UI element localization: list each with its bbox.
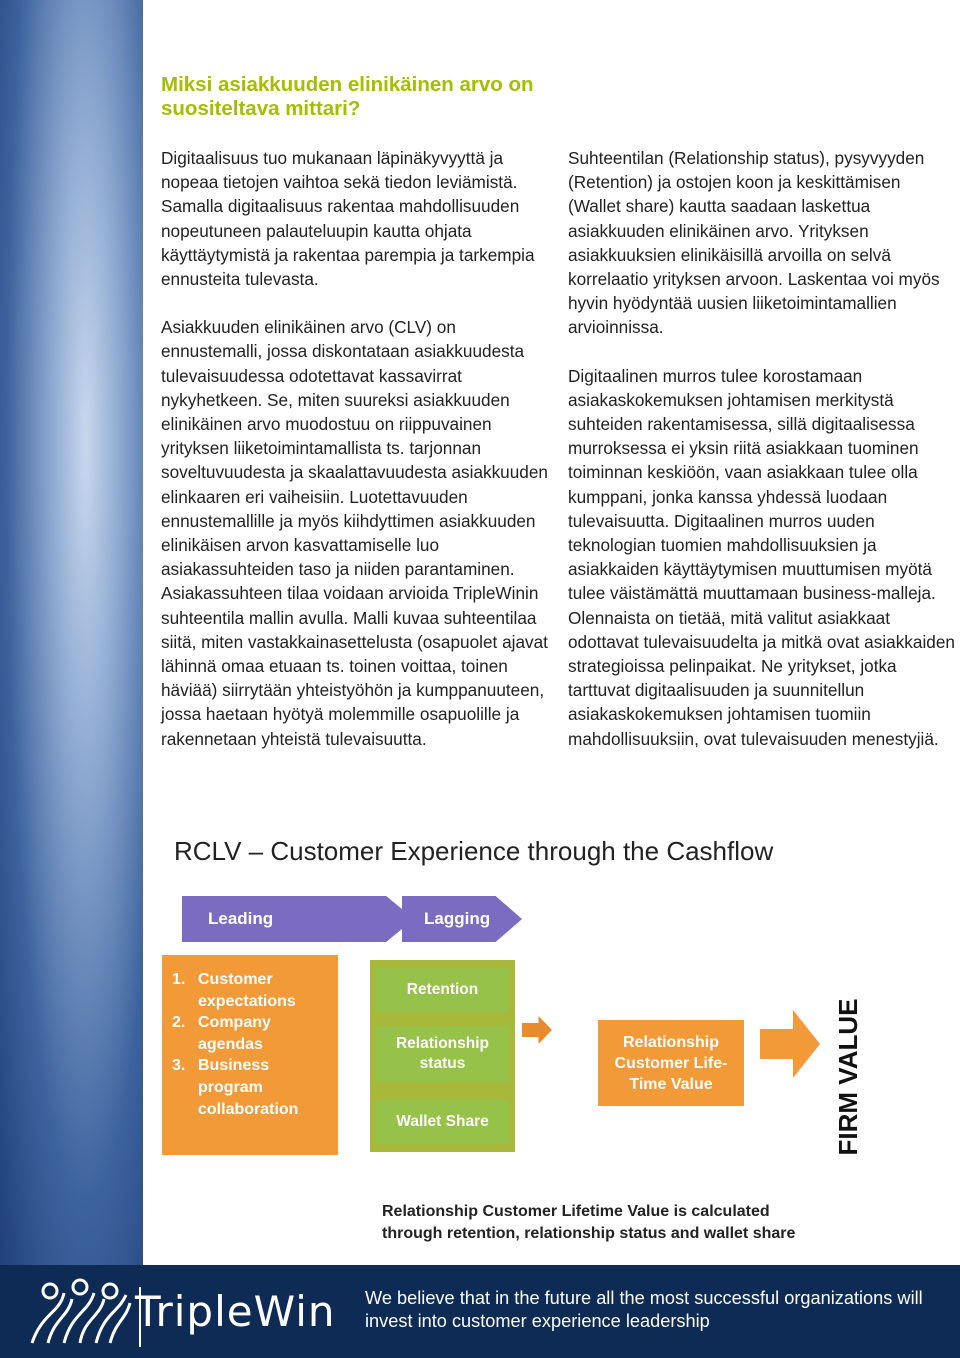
list-item: 3.Business program collaboration [172, 1057, 299, 1118]
rclv-value-box: Relationship Customer Life-Time Value [598, 1020, 744, 1106]
lagging-factors-stack: Retention Relationship status Wallet Sha… [370, 960, 515, 1152]
left-paragraph-2: Asiakkuuden elinikäinen arvo (CLV) on en… [161, 317, 548, 749]
right-paragraph-1: Suhteentilan (Relationship status), pysy… [568, 148, 940, 338]
right-paragraph-2: Digitaalinen murros tulee korostamaan as… [568, 365, 955, 749]
diagram-caption: Relationship Customer Lifetime Value is … [382, 1203, 796, 1242]
list-item: 1.Customer expectations [172, 971, 296, 1010]
logo-text: TripleWin [135, 1287, 336, 1336]
lagging-arrow: Lagging [402, 896, 522, 942]
lagging-label: Lagging [424, 909, 491, 928]
footer-slogan: We believe that in the future all the mo… [365, 1288, 923, 1332]
big-arrow-right-icon [760, 1010, 820, 1078]
firm-value-text: FIRM VALUE [833, 999, 863, 1156]
list-item: 2.Company agendas [172, 1014, 271, 1053]
triplewin-logo-icon [30, 1278, 141, 1347]
decorative-sidebar [0, 0, 143, 1265]
page-heading: Miksi asiakkuuden elinikäinen arvo on su… [161, 73, 534, 120]
leading-arrow: Leading [182, 896, 414, 942]
leading-factors-list: 1.Customer expectations 2.Company agenda… [172, 969, 338, 1120]
footer: TripleWin We believe that in the future … [0, 1265, 960, 1358]
leading-label: Leading [208, 909, 274, 928]
retention-box: Retention [376, 968, 509, 1012]
leading-factors-box: 1.Customer expectations 2.Company agenda… [162, 955, 338, 1155]
arrow-right-icon [522, 1016, 552, 1044]
firm-value-label: FIRM VALUE [833, 999, 863, 1156]
left-paragraph-1: Digitaalisuus tuo mukanaan läpinäkyvyytt… [161, 148, 535, 290]
diagram-title: RCLV – Customer Experience through the C… [174, 836, 774, 866]
left-column: Digitaalisuus tuo mukanaan läpinäkyvyytt… [161, 146, 556, 775]
relationship-status-box: Relationship status [376, 1026, 509, 1082]
right-column: Suhteentilan (Relationship status), pysy… [568, 146, 958, 775]
rclv-diagram: RCLV – Customer Experience through the C… [160, 830, 880, 1250]
wallet-share-box: Wallet Share [376, 1100, 509, 1144]
